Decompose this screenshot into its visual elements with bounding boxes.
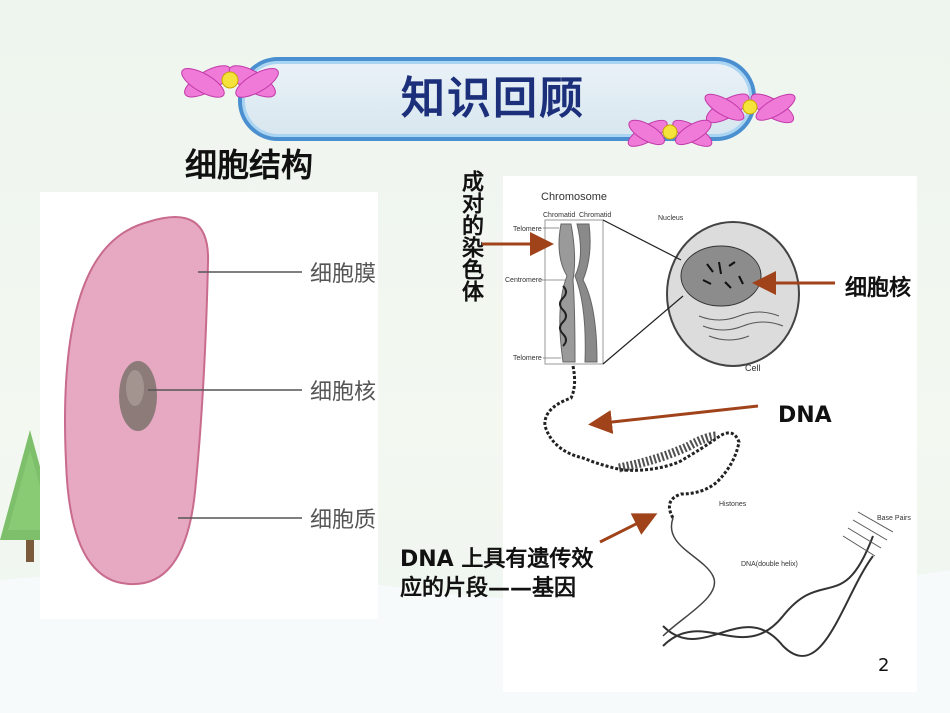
diagram-base-pairs-text: Base Pairs xyxy=(877,515,911,522)
diagram-nucleus-text: Nucleus xyxy=(658,215,684,222)
diagram-telomere-bottom-text: Telomere xyxy=(513,355,542,362)
gene-definition-label: DNA 上具有遗传效应的片段——基因 xyxy=(400,547,594,601)
page-number: 2 xyxy=(878,655,890,676)
diagram-cell-text: Cell xyxy=(745,363,761,373)
diagram-double-helix-text: DNA(double helix) xyxy=(741,561,798,568)
dna-label: DNA xyxy=(778,403,832,428)
page-title: 知识回顾 xyxy=(401,73,585,124)
section-title: 细胞结构 xyxy=(185,146,314,184)
diagram-chromatid-1-text: Chromatid xyxy=(543,212,575,219)
diagram-telomere-top-text: Telomere xyxy=(513,226,542,233)
cytoplasm-label: 细胞质 xyxy=(310,508,377,533)
diagram-chromatid-2-text: Chromatid xyxy=(579,212,611,219)
chromosome-dna-diagram: Chromosome Chromatid Chromatid Telomere … xyxy=(505,191,911,657)
cell-structure-panel: 细胞膜 细胞核 细胞质 xyxy=(40,192,378,619)
diagram-centromere-text: Centromere xyxy=(505,277,542,284)
flower-icon xyxy=(704,93,796,124)
nucleus-label: 细胞核 xyxy=(310,380,377,405)
chromosome-diagram-panel: Chromosome Chromatid Chromatid Telomere … xyxy=(503,176,917,692)
paired-chromosomes-label: 成对的染色体 xyxy=(458,170,483,302)
flower-icon xyxy=(181,65,279,98)
diagram-histones-text: Histones xyxy=(719,501,747,508)
membrane-label: 细胞膜 xyxy=(310,262,377,287)
cell-diagram xyxy=(64,216,302,586)
flower-icon xyxy=(627,119,713,147)
nucleus-pointer-label: 细胞核 xyxy=(845,276,912,301)
diagram-chromosome-text: Chromosome xyxy=(541,191,607,203)
